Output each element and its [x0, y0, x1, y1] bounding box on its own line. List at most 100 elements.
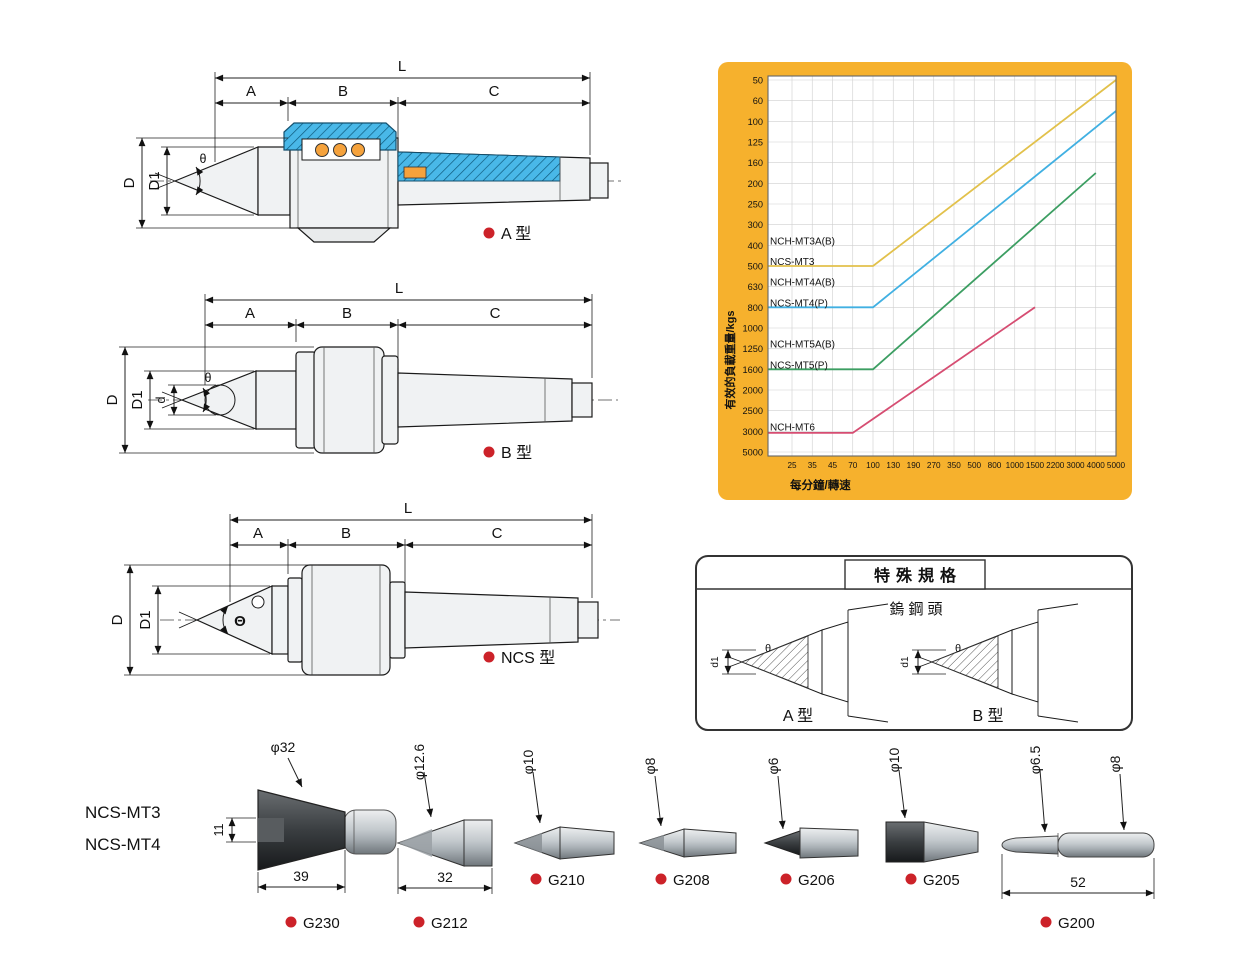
- bullet-icon: [483, 446, 495, 458]
- tip-g230: φ32 11 39 G230: [212, 739, 397, 932]
- b-type-drawing: L A B C D D1 d θ B 型: [104, 280, 618, 462]
- tip-g208: φ8 G208: [638, 757, 737, 889]
- special-b-dim-theta: θ: [955, 643, 961, 655]
- series-label: NCS-MT3: [770, 257, 815, 268]
- series-label: NCH-MT4A(B): [770, 278, 835, 289]
- ncs-type-body: [195, 564, 599, 676]
- x-tick-label: 1000: [1006, 461, 1025, 470]
- a-seal: [403, 166, 427, 179]
- g200-code: G200: [1058, 915, 1095, 932]
- tip-g206: φ6 G206: [763, 757, 859, 889]
- y-tick-label: 100: [748, 117, 763, 127]
- g230-dia-label: φ32: [271, 739, 296, 755]
- g210-dia-label: φ10: [520, 749, 536, 774]
- special-a-label: A 型: [783, 707, 813, 725]
- b-type-label: B 型: [501, 444, 532, 462]
- x-tick-label: 45: [828, 461, 838, 470]
- chart-plot-border: [767, 75, 1117, 457]
- tip-g212: φ12.6 32 G212: [396, 744, 493, 932]
- y-tick-label: 1250: [743, 344, 763, 354]
- ncs-dim-L: L: [404, 500, 412, 517]
- special-a-dim-theta: θ: [765, 643, 771, 655]
- tip-g200: φ6.5 φ8 52 G200: [1001, 746, 1155, 932]
- series-label: NCH-MT3A(B): [770, 236, 835, 247]
- g200-length-dim: 52: [1070, 874, 1086, 890]
- y-tick-label: 250: [748, 200, 763, 210]
- y-tick-label: 500: [748, 262, 763, 272]
- g210-code: G210: [548, 872, 585, 889]
- y-tick-label: 2500: [743, 406, 763, 416]
- ncs-type-extension-lines: [124, 514, 593, 676]
- ncs-dim-D1: D1: [137, 610, 154, 629]
- a-type-label: A 型: [501, 225, 531, 243]
- special-box-subtitle: 鎢鋼頭: [889, 601, 946, 618]
- a-dim-theta: θ: [200, 152, 207, 166]
- a-dim-A: A: [246, 83, 256, 100]
- special-a-dim-d1: d1: [710, 656, 721, 668]
- y-tick-label: 300: [748, 220, 763, 230]
- chart-y-axis-title: 有效的負載重量/kgs: [723, 310, 737, 409]
- series-line: [768, 172, 1097, 371]
- ncs-dim-B: B: [341, 525, 351, 542]
- series-label: NCH-MT5A(B): [770, 340, 835, 351]
- b-type-dimension-lines: [121, 296, 592, 453]
- x-tick-label: 270: [927, 461, 941, 470]
- bullet-icon: [483, 227, 495, 239]
- b-type-extension-lines: [119, 294, 593, 454]
- a-type-extension-lines: [136, 72, 591, 229]
- series-line: [768, 79, 1117, 267]
- a-dim-D: D: [121, 177, 138, 188]
- a-bearing-ball-icon: [333, 143, 347, 157]
- b-dim-d: d: [154, 396, 168, 403]
- special-tip-a: d1 θ: [710, 603, 889, 723]
- y-tick-label: 5000: [743, 448, 763, 458]
- g205-dia-label: φ10: [886, 747, 902, 772]
- g208-tip-shade: [640, 835, 664, 851]
- x-tick-label: 3000: [1066, 461, 1085, 470]
- a-bearing-ball-icon: [315, 143, 329, 157]
- series-line: [768, 306, 1036, 434]
- b-dim-C: C: [490, 305, 501, 322]
- y-tick-label: 400: [748, 241, 763, 251]
- bullet-icon: [905, 873, 917, 885]
- tips-row: NCS-MT3 NCS-MT4 φ32 11 39 G230 φ12: [85, 739, 1155, 932]
- x-tick-label: 35: [808, 461, 818, 470]
- tip-g210: φ10 G210: [513, 749, 615, 889]
- bullet-icon: [655, 873, 667, 885]
- g200-dia1-label: φ6.5: [1027, 746, 1043, 775]
- bullet-icon: [530, 873, 542, 885]
- carbide-tip-hatched: [930, 635, 999, 689]
- g212-tip-shade: [398, 829, 432, 857]
- model-ncs-mt3: NCS-MT3: [85, 803, 161, 822]
- ncs-type-label: NCS 型: [501, 649, 555, 667]
- y-tick-label: 125: [748, 138, 763, 148]
- g212-dia-label: φ12.6: [411, 744, 427, 781]
- x-tick-label: 4000: [1087, 461, 1106, 470]
- model-ncs-mt4: NCS-MT4: [85, 835, 161, 854]
- series-label: NCH-MT6: [770, 422, 815, 433]
- y-tick-label: 160: [748, 158, 763, 168]
- b-dim-theta: θ: [205, 371, 212, 385]
- ncs-cone-hole: [251, 595, 265, 609]
- a-dim-C: C: [489, 83, 500, 100]
- bullet-icon: [413, 916, 425, 928]
- tip-g205: φ10 G205: [885, 747, 979, 889]
- x-tick-label: 70: [848, 461, 858, 470]
- a-dim-D1: D1: [146, 171, 163, 190]
- a-bearing-ball-icon: [351, 143, 365, 157]
- g230-pilot-hole: [258, 818, 284, 842]
- g208-code: G208: [673, 872, 710, 889]
- special-spec-box: 特殊規格 鎢鋼頭 d1 θ A 型 d1 θ: [695, 555, 1133, 731]
- ncs-dim-C: C: [492, 525, 503, 542]
- x-tick-label: 25: [787, 461, 797, 470]
- g200-dia2-label: φ8: [1107, 755, 1123, 772]
- b-dim-A: A: [245, 305, 255, 322]
- g212-code: G212: [431, 915, 468, 932]
- ncs-type-dimension-lines: [126, 516, 592, 675]
- y-tick-label: 630: [748, 282, 763, 292]
- g230-height-dim: 11: [212, 823, 226, 836]
- y-tick-label: 60: [753, 96, 763, 106]
